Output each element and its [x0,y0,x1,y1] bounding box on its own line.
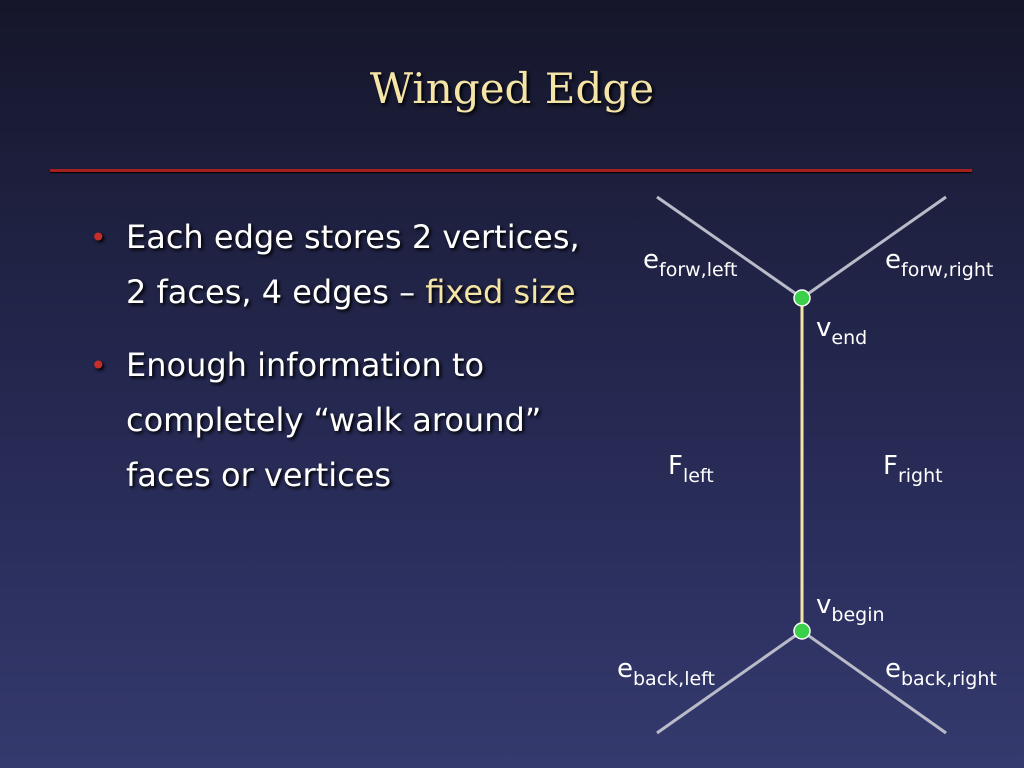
label-e-forw-right: eforw,right [885,245,993,281]
bullet-dot-icon: • [90,221,107,254]
bullet-text: Enough information to completely “walk a… [126,346,542,494]
bullet-highlight: fixed size [425,273,576,311]
bullet-item: • Enough information to completely “walk… [90,338,610,503]
label-e-back-right: eback,right [885,654,997,690]
label-v-end: vend [816,313,867,349]
vertex-begin [793,622,811,640]
wing-back-left [656,629,803,735]
vertex-end [793,289,811,307]
wing-forw-left [656,195,803,300]
bullet-text: Each edge stores 2 vertices, 2 faces, 4 … [126,218,580,311]
label-e-forw-left: eforw,left [643,245,737,281]
label-f-right: Fright [883,451,943,487]
wing-back-right [801,629,947,735]
bullet-list: • Each edge stores 2 vertices, 2 faces, … [90,210,610,521]
bullet-item: • Each edge stores 2 vertices, 2 faces, … [90,210,610,320]
title-divider [50,169,972,172]
label-e-back-left: eback,left [617,654,715,690]
slide-title: Winged Edge [369,64,655,113]
wing-forw-right [801,195,947,300]
label-f-left: Fleft [668,451,714,487]
label-v-begin: vbegin [816,590,885,626]
bullet-dot-icon: • [90,349,107,382]
